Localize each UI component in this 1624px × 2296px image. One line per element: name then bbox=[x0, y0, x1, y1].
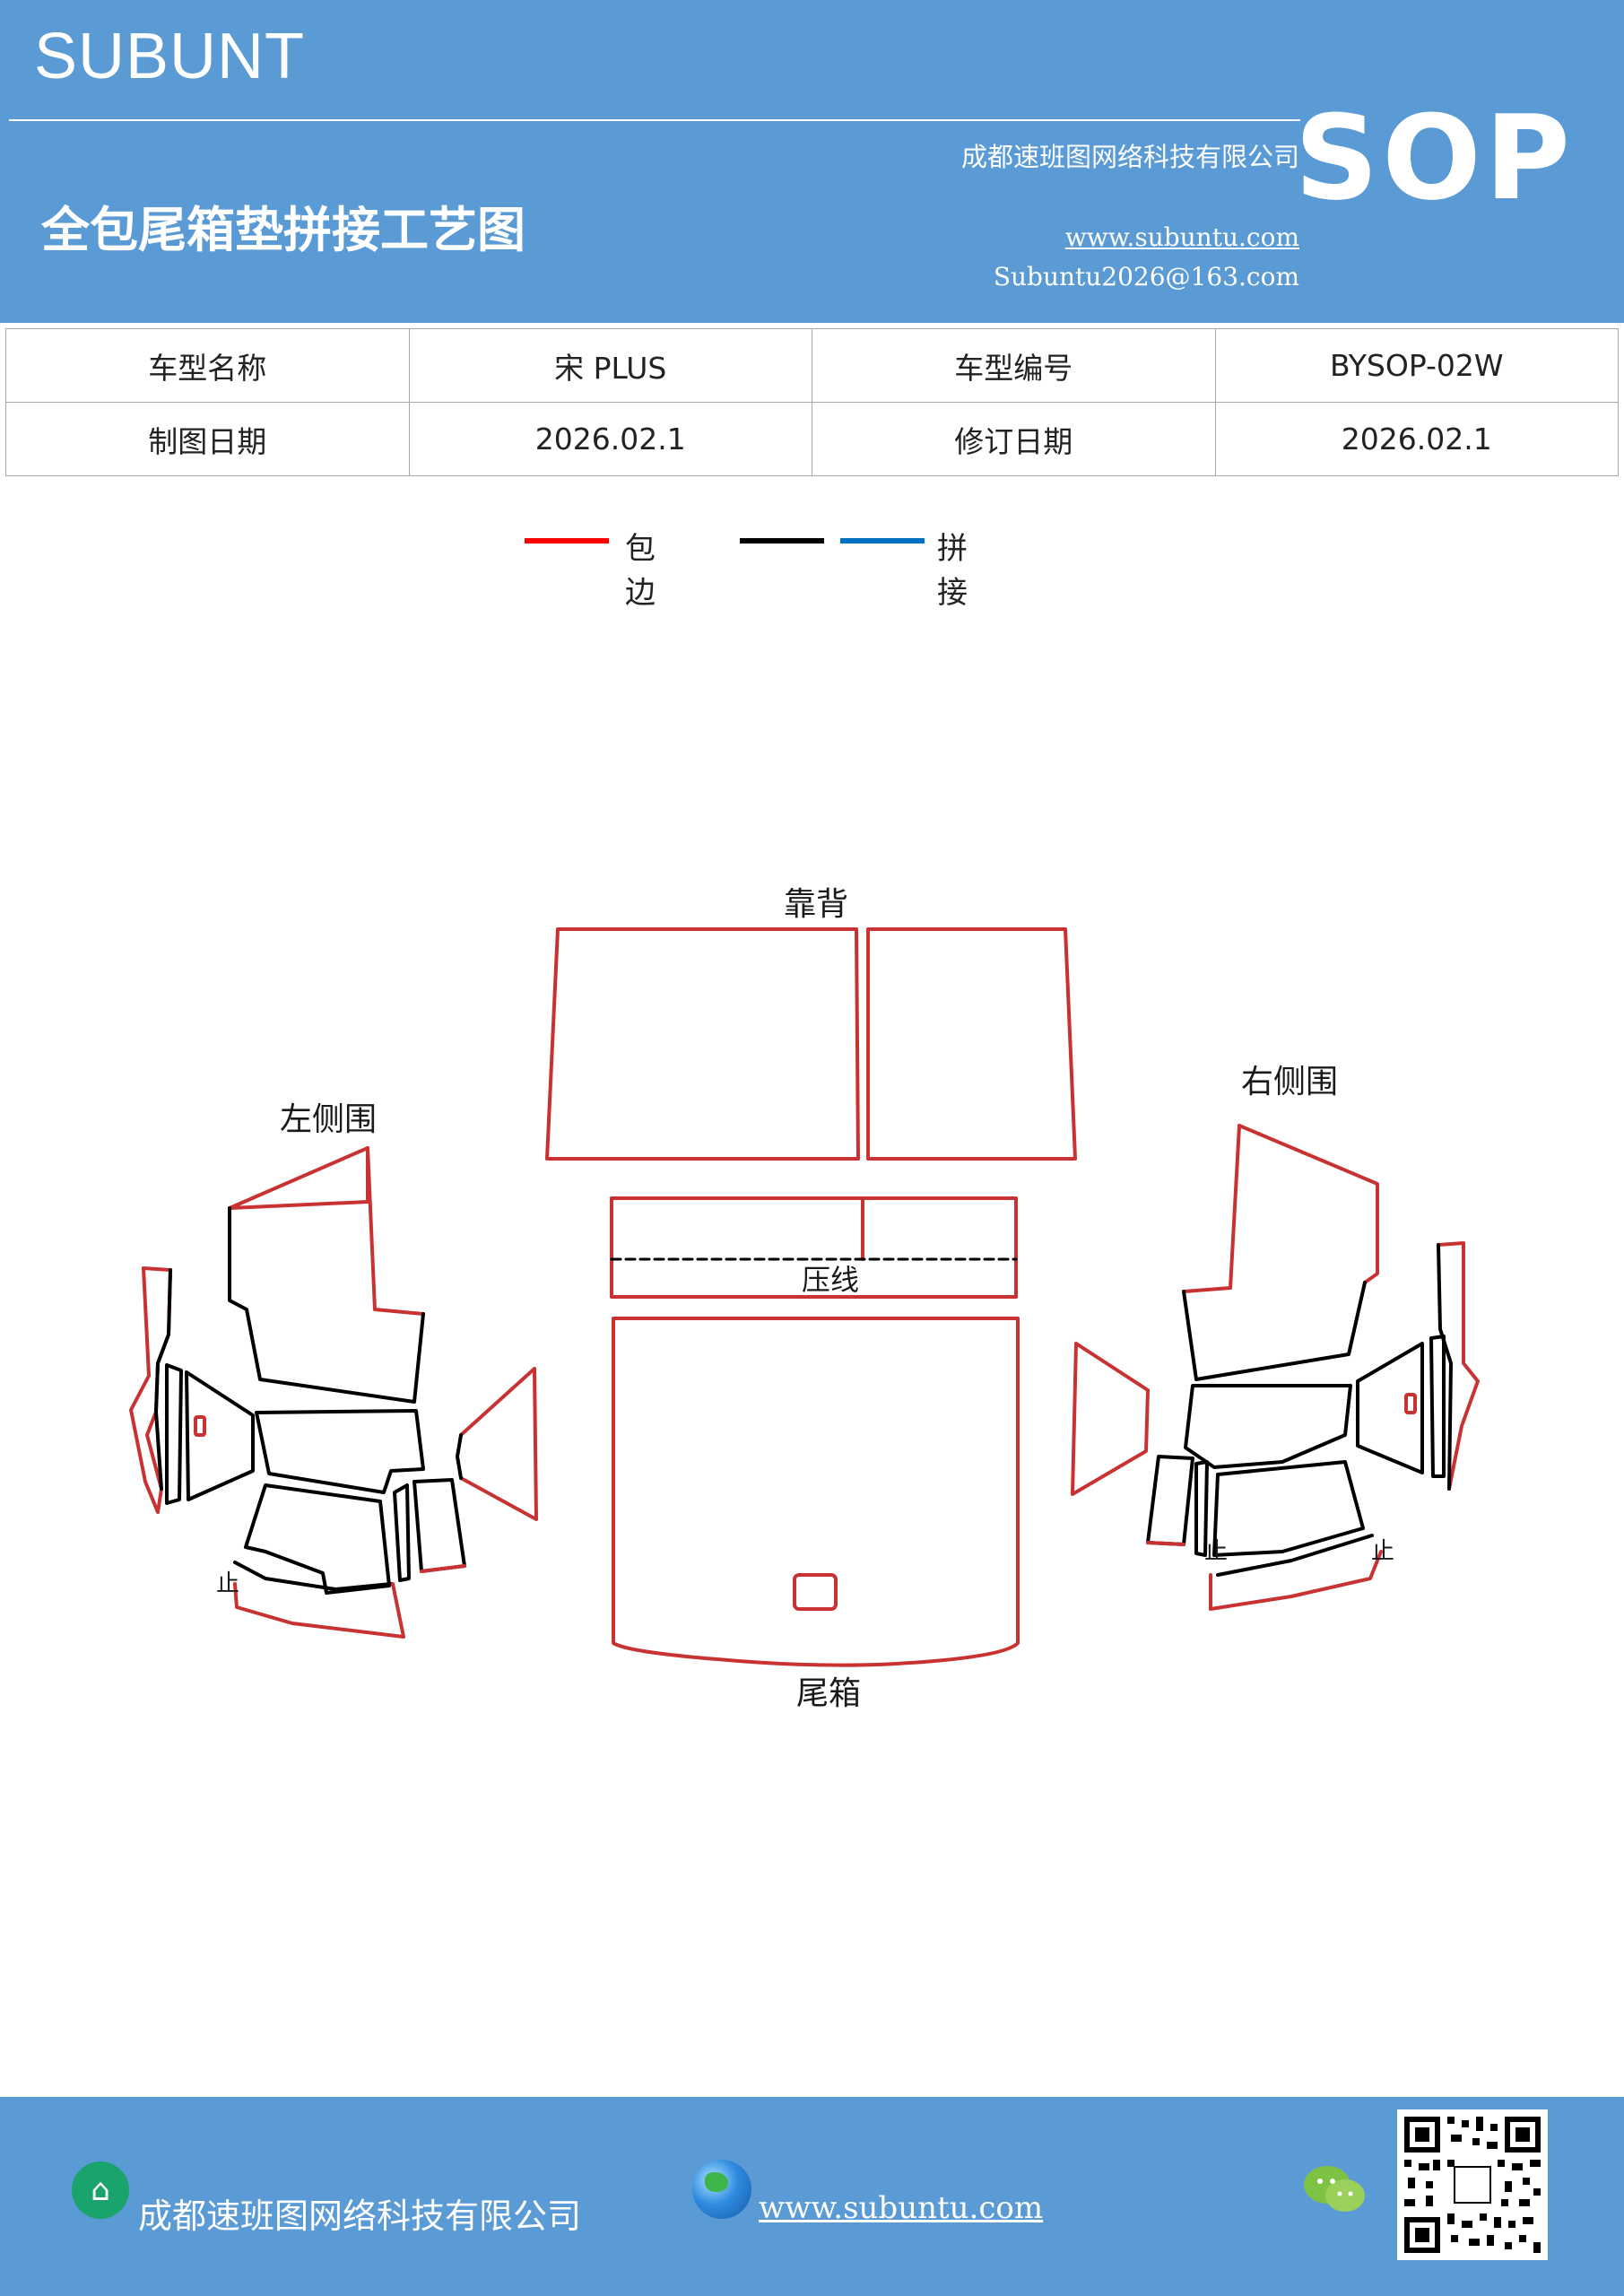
header-website-link[interactable]: www.subuntu.com bbox=[1064, 222, 1299, 252]
left-wall-mid-panel bbox=[255, 1409, 425, 1494]
revision-date-value: 2026.02.1 bbox=[1214, 402, 1619, 476]
vehicle-info-table: 车型名称 宋 PLUS 车型编号 BYSOP-02W 制图日期 2026.02.… bbox=[5, 328, 1619, 476]
left-wall-upper-edge bbox=[366, 1146, 425, 1316]
left-wall-hinge-seam bbox=[456, 1433, 463, 1480]
wechat-icon[interactable] bbox=[1302, 2161, 1367, 2217]
draw-date-value: 2026.02.1 bbox=[408, 402, 812, 476]
table-row: 制图日期 2026.02.1 修订日期 2026.02.1 bbox=[5, 402, 1619, 476]
label-stop-right-1: 止 bbox=[1204, 1538, 1228, 1565]
backrest-left-panel bbox=[545, 927, 860, 1161]
globe-icon bbox=[692, 2160, 751, 2219]
sop-badge: SOP bbox=[1294, 90, 1574, 226]
left-wall-bottom-edge bbox=[233, 1582, 405, 1639]
header-email: Subuntu2026@163.com bbox=[993, 262, 1299, 291]
left-wall-narrow-1 bbox=[165, 1363, 183, 1505]
header-company: 成都速班图网络科技有限公司 bbox=[960, 142, 1299, 172]
trunk-floor-panel bbox=[612, 1317, 1020, 1667]
left-wall-lower-panel bbox=[244, 1483, 391, 1595]
right-wall-small-1 bbox=[1146, 1455, 1194, 1546]
label-stop-right-2: 止 bbox=[1371, 1538, 1394, 1565]
legend-swatch-seam bbox=[840, 538, 925, 544]
right-wall-mid-panel bbox=[1184, 1384, 1352, 1469]
left-wall-slot bbox=[194, 1415, 206, 1437]
right-wall-lower-panel bbox=[1212, 1460, 1365, 1557]
footer-banner: ⌂ 成都速班图网络科技有限公司 www.subuntu.com bbox=[0, 2097, 1624, 2296]
left-wall-narrow-2 bbox=[185, 1370, 255, 1501]
label-backrest: 靠背 bbox=[784, 886, 848, 923]
footer-website-link[interactable]: www.subuntu.com bbox=[759, 2190, 1044, 2226]
left-wall-small-edge bbox=[420, 1564, 466, 1573]
right-wall-upper bbox=[1238, 1124, 1379, 1284]
right-wall-strip bbox=[1437, 1241, 1480, 1491]
table-row: 车型名称 宋 PLUS 车型编号 BYSOP-02W bbox=[5, 328, 1619, 403]
legend-label-edge: 包边 bbox=[625, 531, 656, 611]
left-wall-small-2 bbox=[413, 1478, 466, 1573]
right-wall-upper-seam bbox=[1182, 1281, 1367, 1381]
right-wall-upper-edge bbox=[1182, 1124, 1241, 1293]
left-wall-upper-seam bbox=[228, 1206, 425, 1404]
revision-date-label: 修订日期 bbox=[812, 402, 1216, 476]
right-wall-hinge-panel bbox=[1071, 1342, 1150, 1496]
legend-label-seam: 拼接 bbox=[937, 531, 968, 611]
right-wall-narrow-1 bbox=[1429, 1335, 1446, 1478]
page-title: 全包尾箱垫拼接工艺图 bbox=[41, 202, 525, 258]
right-wall-small-edge bbox=[1146, 1541, 1185, 1546]
qr-code bbox=[1397, 2109, 1548, 2260]
model-code-value: BYSOP-02W bbox=[1214, 328, 1619, 403]
left-wall-small-1 bbox=[393, 1483, 411, 1582]
trunk-handle-cutout bbox=[793, 1573, 838, 1611]
model-code-label: 车型编号 bbox=[812, 328, 1216, 403]
building-icon: ⌂ bbox=[72, 2161, 129, 2219]
right-wall-bottom-edge bbox=[1209, 1550, 1383, 1611]
left-wall-strip-seam bbox=[154, 1268, 172, 1491]
right-wall-bottom-strip bbox=[1216, 1534, 1374, 1577]
label-left-side: 左侧围 bbox=[280, 1101, 377, 1138]
left-wall-bottom-strip bbox=[233, 1561, 393, 1591]
model-name-value: 宋 PLUS bbox=[408, 328, 812, 403]
legend-swatch-edge bbox=[525, 538, 609, 544]
left-wall-hinge-panel bbox=[459, 1367, 538, 1521]
right-wall-small-2 bbox=[1194, 1460, 1209, 1557]
left-wall-upper bbox=[228, 1146, 369, 1210]
header-banner: SUBUNT 成都速班图网络科技有限公司 全包尾箱垫拼接工艺图 www.subu… bbox=[0, 0, 1624, 323]
model-name-label: 车型名称 bbox=[5, 328, 410, 403]
label-crease: 压线 bbox=[802, 1263, 859, 1297]
right-wall-slot bbox=[1404, 1393, 1417, 1414]
left-wall-strip bbox=[129, 1266, 172, 1514]
backrest-right-panel bbox=[866, 927, 1077, 1161]
label-stop-left: 止 bbox=[216, 1570, 239, 1597]
right-wall-narrow-2 bbox=[1356, 1342, 1424, 1474]
draw-date-label: 制图日期 bbox=[5, 402, 410, 476]
crease-strip bbox=[610, 1196, 1018, 1299]
header-divider bbox=[9, 119, 1300, 121]
label-right-side: 右侧围 bbox=[1241, 1064, 1338, 1100]
legend-swatch-black bbox=[740, 538, 824, 544]
label-trunk: 尾箱 bbox=[796, 1675, 861, 1712]
brand-name: SUBUNT bbox=[34, 21, 306, 92]
footer-company: 成都速班图网络科技有限公司 bbox=[138, 2196, 582, 2236]
